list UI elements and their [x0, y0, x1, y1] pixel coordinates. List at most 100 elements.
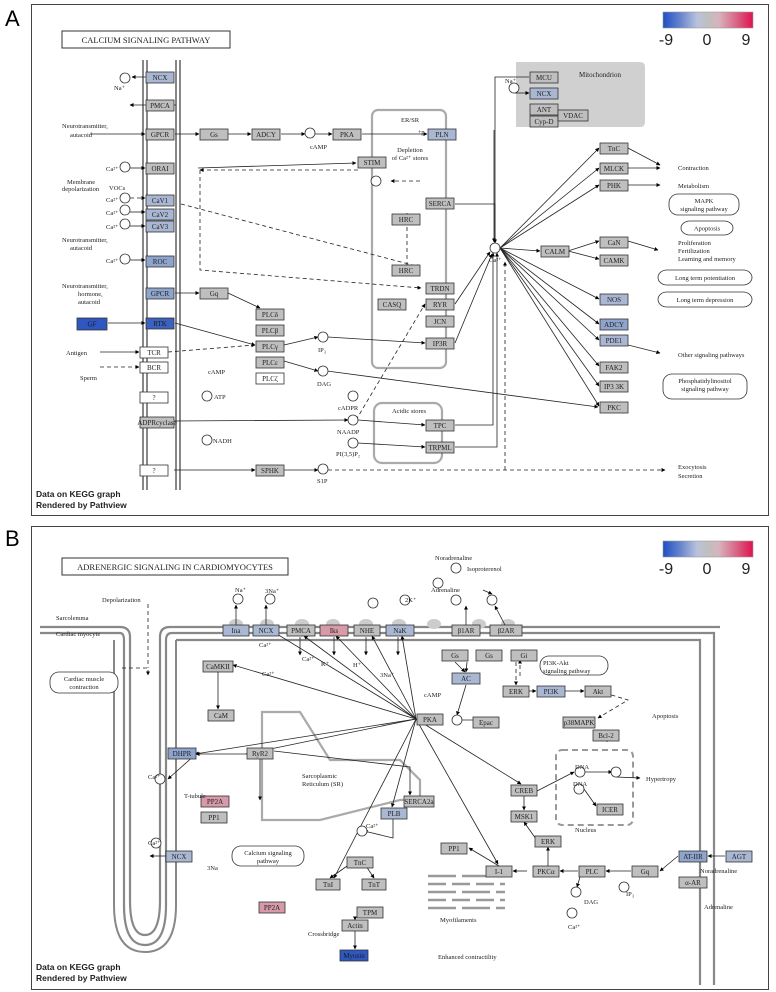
footer-b-2: Rendered by Pathview — [36, 973, 127, 983]
circle-a-17 — [489, 242, 501, 254]
label-a-na: Na⁺ — [114, 85, 126, 92]
membrane-b-inner — [40, 631, 716, 985]
bubble-b-0 — [49, 671, 119, 694]
edge-a-43 — [499, 247, 600, 300]
node-a-GF-label: GF — [88, 321, 97, 329]
node-b-PI3K — [536, 685, 566, 698]
bubble-b-label-cmc2: contraction — [69, 684, 99, 691]
label-b-na: Na⁺ — [235, 587, 247, 594]
circle-a-10 — [201, 434, 213, 446]
color-scale-a — [662, 11, 754, 29]
node-b-NCX2-label: NCX — [172, 853, 187, 861]
label-b-dag: DAG — [584, 899, 598, 906]
label-a-neuro2b: autacoid — [70, 245, 93, 252]
node-b-MSK1-label: MSK1 — [515, 813, 534, 821]
node-b-Actin-label: Actin — [347, 922, 363, 930]
node-a-IP3R — [425, 337, 455, 350]
node-b-Ina — [222, 624, 250, 637]
edge-b-8 — [454, 661, 466, 673]
node-b-ERK2-label: ERK — [541, 838, 555, 846]
node-b-a1AR-label: α-AR — [685, 879, 701, 887]
footer-a-2: Rendered by Pathview — [36, 500, 127, 510]
label-a-ca_center: Ca²⁺ — [489, 257, 502, 264]
node-a-GPCR2-label: GPCR — [151, 290, 170, 298]
label-a-sperm: Sperm — [80, 375, 97, 382]
acidic-box — [372, 401, 444, 465]
title-box-a — [61, 30, 231, 49]
label-b-apop: Apoptosis — [652, 713, 679, 720]
circle-b-0 — [232, 593, 244, 605]
circle-a-9 — [201, 390, 213, 402]
node-b-b2AR — [489, 624, 523, 637]
label-b-na3b: 3Na⁺ — [380, 672, 395, 679]
node-a-ORAI — [145, 162, 175, 175]
circle-b-8 — [150, 837, 162, 849]
node-a-Gs — [199, 128, 229, 141]
node-a-PKA-label: PKA — [340, 131, 354, 139]
bubble-a-1 — [680, 220, 734, 236]
edge-b-51 — [583, 788, 597, 807]
node-b-TPM-label: TPM — [363, 909, 378, 917]
node-b-NCX — [252, 624, 280, 637]
node-a-CaN-label: CaN — [608, 239, 621, 247]
node-b-PKCa — [532, 865, 560, 878]
node-a-HRC2-label: HRC — [399, 267, 414, 275]
node-a-RTK-label: RTK — [153, 320, 167, 328]
node-b-TnT-label: TnT — [368, 881, 381, 889]
scale-tick-b-1: 0 — [703, 561, 712, 578]
er-sr-box — [370, 108, 448, 370]
edge-a-48 — [499, 247, 600, 407]
node-b-PLB-label: PLB — [388, 810, 401, 818]
edge-b-20 — [303, 635, 417, 720]
label-b-h: H⁺ — [353, 662, 362, 669]
label-a-prolif: Proliferation — [678, 240, 712, 247]
scale-tick-b-2: 9 — [742, 561, 751, 578]
node-b-PI3K-label: PI3K — [544, 688, 559, 696]
label-acidic: Acidic stores — [392, 408, 427, 415]
node-b-PP1a — [200, 811, 228, 824]
label-a-dag: DAG — [317, 381, 331, 388]
edge-a-36 — [455, 252, 499, 448]
label-b-ttub: T-tubule — [184, 793, 206, 800]
node-a-SPHK — [255, 464, 285, 477]
node-a-STIM-label: STIM — [364, 159, 382, 167]
bubble-b-label-calc: Calcium signaling — [244, 850, 292, 857]
label-a-neuro3c: autacoid — [78, 299, 101, 306]
edge-a-27 — [357, 419, 426, 427]
circle-a-0 — [119, 72, 131, 84]
node-b-TnI — [315, 878, 341, 891]
node-b-AT1R — [678, 850, 708, 863]
node-b-AGT-label: AGT — [732, 853, 747, 861]
bubble-a-label-ltp: Long term potentiation — [675, 275, 736, 282]
panel-a-letter: A — [5, 6, 20, 31]
node-a-PLCd-label: PLCδ — [262, 311, 279, 319]
edge-a-28 — [357, 442, 426, 449]
circle-b-1 — [264, 593, 276, 605]
edge-a-23 — [327, 336, 426, 345]
label-a-ip3: IP₃ — [318, 347, 326, 354]
label-a-ca_orai: Ca²⁺ — [106, 166, 119, 173]
label-b-srret: Sarcoplasmic — [302, 773, 337, 780]
node-a-CaV3 — [145, 220, 175, 233]
label-b-ca3: Ca²⁺ — [366, 823, 379, 830]
node-b-PMCA-label: PMCA — [291, 627, 311, 635]
node-a-STIM — [357, 156, 387, 169]
node-a-PLCe-label: PLCε — [262, 359, 278, 367]
label-a-neuro2: Neurotransmitter, — [62, 237, 108, 244]
edge-a-39 — [567, 250, 600, 261]
circle-a-16 — [508, 82, 520, 94]
title-b: ADRENERGIC SIGNALING IN CARDIOMYOCYTES — [77, 562, 273, 572]
node-a-TPC — [425, 419, 455, 432]
node-b-Gi — [510, 649, 538, 662]
label-a-atp: ATP — [214, 394, 226, 401]
node-a-ORAI-label: ORAI — [151, 165, 169, 173]
node-a-PLCg — [255, 340, 285, 353]
edge-a-38 — [567, 240, 600, 252]
node-b-NCX-label: NCX — [259, 627, 274, 635]
edge-b-52 — [615, 775, 641, 780]
label-a-pip: PI(3,5)P₂ — [336, 451, 360, 458]
node-a-PLCe — [255, 356, 285, 369]
node-b-PLC — [578, 865, 606, 878]
label-b-cardiac: Cardiac myocyte — [56, 631, 100, 638]
label-a-fert: Fertilization — [678, 248, 711, 255]
